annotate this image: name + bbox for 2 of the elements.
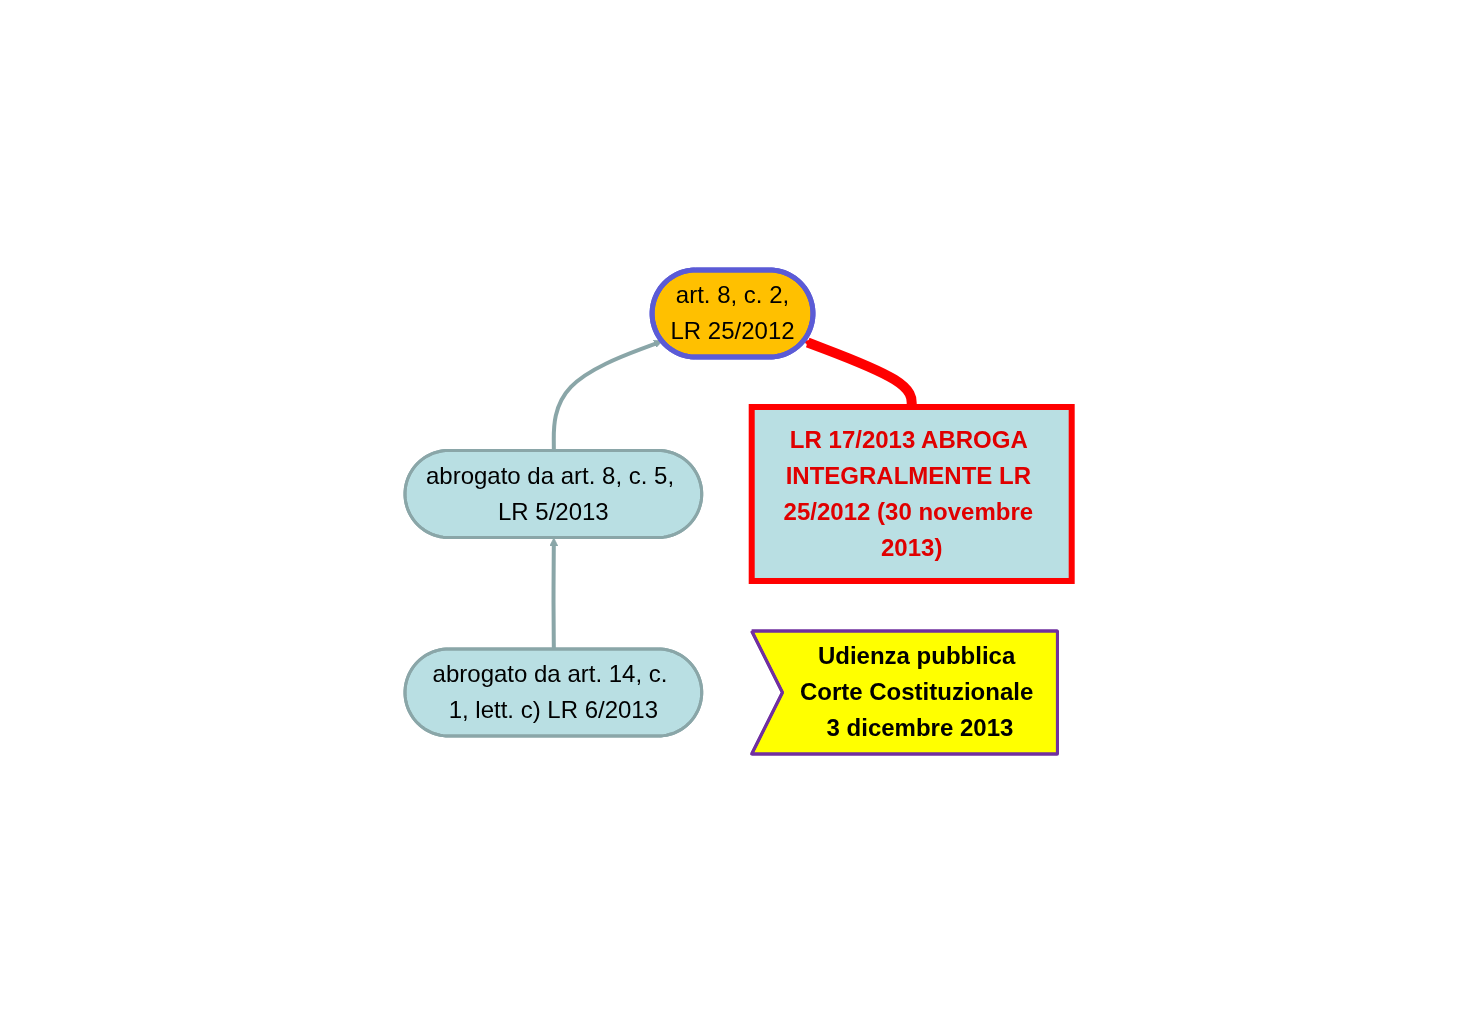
node-box: LR 17/2013 ABROGA INTEGRALMENTE LR 25/2012 (30 novembre 2013) bbox=[748, 403, 1075, 584]
arrow bbox=[549, 537, 559, 649]
